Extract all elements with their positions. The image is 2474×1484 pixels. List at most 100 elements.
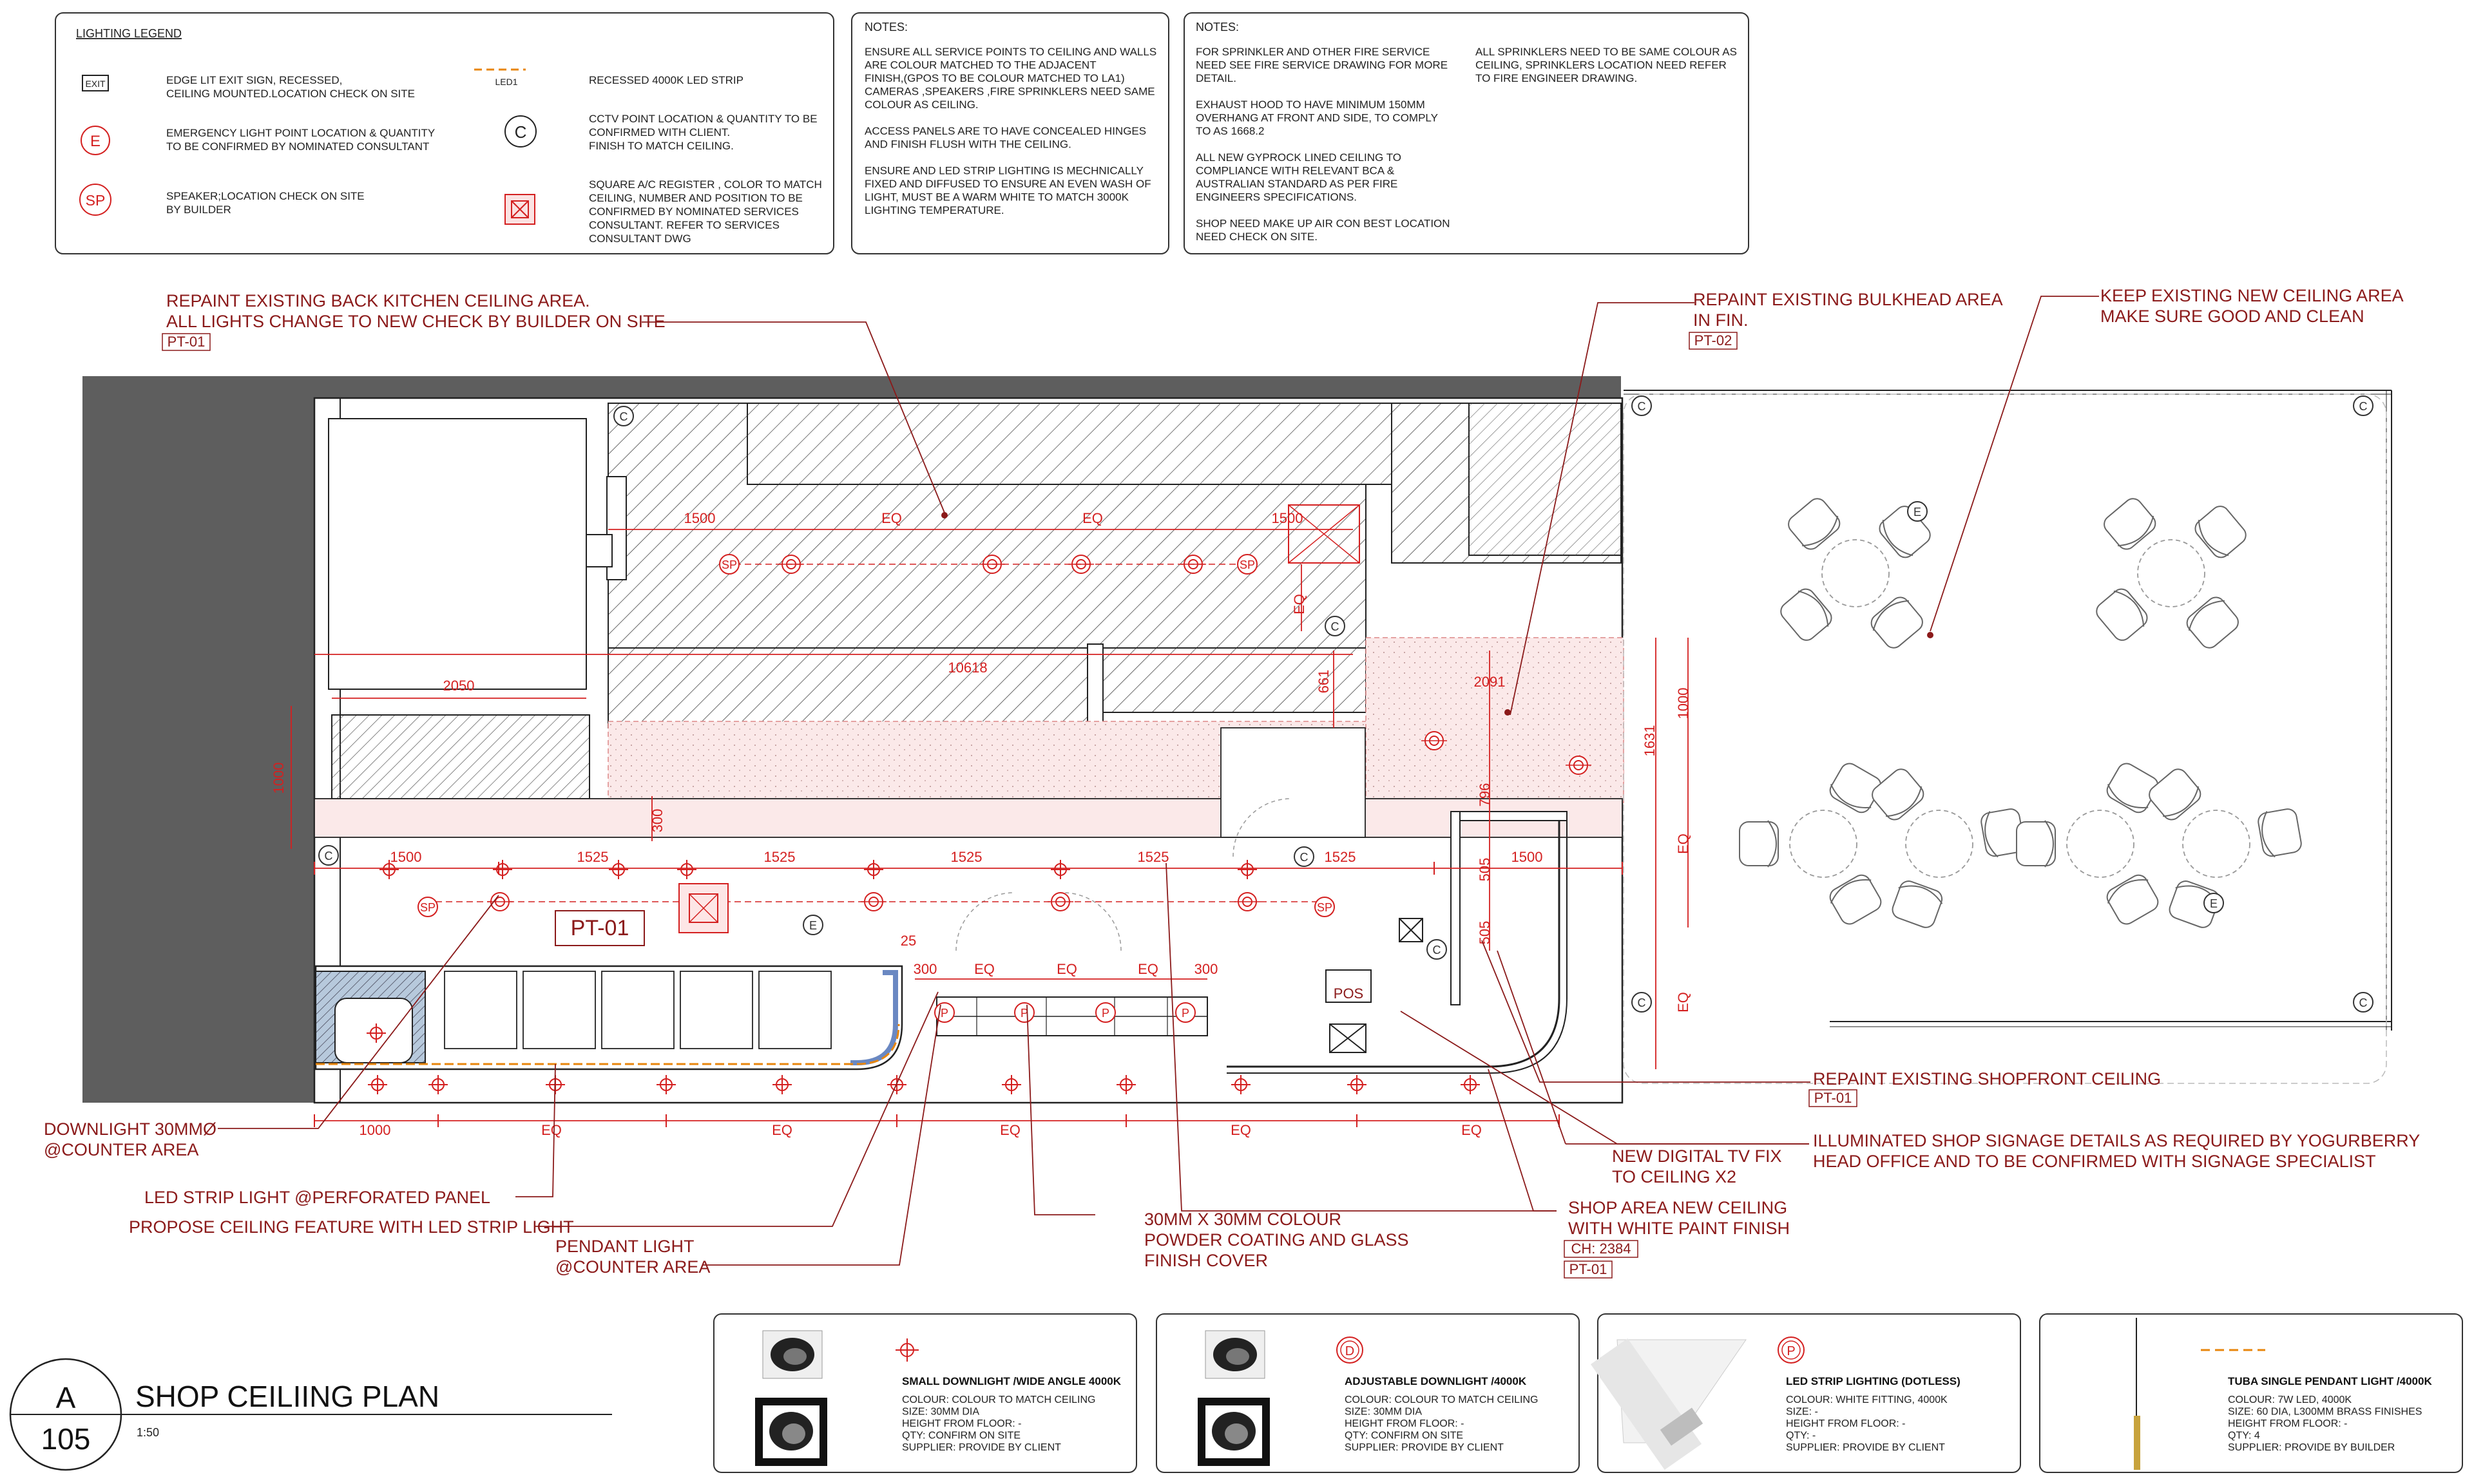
svg-text:SP: SP	[1240, 558, 1255, 571]
downlight-icon	[1002, 1075, 1021, 1094]
pendant-light-icon: P	[1778, 1337, 1805, 1364]
emergency-light-icon: E	[803, 915, 823, 935]
svg-text:C: C	[2359, 400, 2368, 413]
fixture-spec: SUPPLIER: PROVIDE BY BUILDER	[2228, 1442, 2395, 1453]
speaker-icon: SP	[417, 897, 438, 917]
dim-row: 1500	[390, 849, 422, 865]
fixture-spec: QTY: CONFIRM ON SITE	[902, 1431, 1021, 1441]
adjustable-downlight-icon	[1566, 756, 1591, 775]
dim-505-a: 505	[1477, 858, 1493, 882]
svg-text:C: C	[2359, 996, 2368, 1009]
table-with-chairs	[2149, 768, 2302, 928]
fixture-card: SMALL DOWNLIGHT /WIDE ANGLE 4000KCOLOUR:…	[713, 1313, 1137, 1473]
notes1-line: ENSURE ALL SERVICE POINTS TO CEILING AND…	[865, 46, 1156, 58]
adjustable-downlight-icon	[1234, 892, 1260, 911]
fixture-title: LED STRIP LIGHTING (DOTLESS)	[1786, 1375, 1961, 1387]
svg-text:P: P	[1787, 1344, 1795, 1358]
dimensions	[291, 529, 1689, 1121]
svg-text:EXIT: EXIT	[85, 79, 106, 89]
downlight-icon	[367, 1023, 386, 1043]
dim-counter: EQ	[1057, 961, 1077, 977]
display-fridges	[444, 971, 832, 1049]
cctv-icon: C	[1631, 395, 1652, 416]
sheet-number: 105	[41, 1422, 91, 1456]
cctv-icon: C	[1631, 992, 1652, 1013]
dim-661: 661	[1316, 670, 1332, 694]
emergency-light-icon: E	[81, 126, 110, 155]
notes1-line: LIGHT, MUST BE A WARM WHITE TO MATCH 300…	[865, 191, 1129, 204]
downlight-icon	[772, 1075, 792, 1094]
notes2-line: NEED CHECK ON SITE.	[1196, 231, 1318, 243]
fixture-schedule: SMALL DOWNLIGHT /WIDE ANGLE 4000K COLOUR:…	[713, 1313, 2463, 1473]
fixture-spec: SIZE: 30MM DIA	[902, 1407, 979, 1418]
led-strip-product-image	[1590, 1338, 1747, 1470]
fixture-spec: SUPPLIER: PROVIDE BY CLIENT	[1786, 1442, 1945, 1453]
fixture-card: TUBA SINGLE PENDANT LIGHT /4000KCOLOUR: …	[2039, 1313, 2463, 1473]
fixture-spec: COLOUR: WHITE FITTING, 4000K	[1786, 1394, 1948, 1405]
notes2-line: SHOP NEED MAKE UP AIR CON BEST LOCATION	[1196, 218, 1450, 230]
left-wall	[82, 376, 314, 1103]
shopfront-tag: PT-01	[1814, 1090, 1852, 1106]
dim-left-width: 2050	[443, 678, 475, 694]
keep-annotation-1: KEEP EXISTING NEW CEILING AREA	[2100, 286, 2404, 305]
cover-annotation-2: POWDER COATING AND GLASS	[1144, 1230, 1409, 1250]
svg-text:SP: SP	[1317, 901, 1332, 914]
dim-bottom: EQ	[1461, 1122, 1482, 1138]
fixture-title: SMALL DOWNLIGHT /WIDE ANGLE 4000K	[902, 1375, 1122, 1387]
svg-text:C: C	[515, 122, 527, 142]
dim-top-1: 1500	[684, 510, 716, 526]
shop-area-annotation-2: WITH WHITE PAINT FINISH	[1568, 1219, 1790, 1238]
dim-row: 1525	[764, 849, 796, 865]
fixture-spec: QTY: CONFIRM ON SITE	[1345, 1431, 1463, 1441]
downlight-icon	[368, 1075, 387, 1094]
dim-counter: EQ	[1138, 961, 1158, 977]
notes2-line: DETAIL.	[1196, 72, 1236, 84]
bulkhead-tag: PT-02	[1694, 332, 1732, 348]
dim-row: 1525	[577, 849, 609, 865]
kitchen-annotation-2: ALL LIGHTS CHANGE TO NEW CHECK BY BUILDE…	[166, 312, 666, 331]
downlight-product-image	[755, 1330, 827, 1466]
signage-annotation-1: ILLUMINATED SHOP SIGNAGE DETAILS AS REQU…	[1813, 1131, 2420, 1150]
notes2-line: EXHAUST HOOD TO HAVE MINIMUM 150MM	[1196, 99, 1425, 111]
downlight-icon	[677, 860, 696, 879]
emergency-light-icon: E	[2203, 893, 2224, 913]
legend-emergency-text-2: TO BE CONFIRMED BY NOMINATED CONSULTANT	[166, 140, 429, 153]
legend-register-text-5: CONSULTANT DWG	[589, 233, 691, 245]
fixture-spec: QTY: 4	[2228, 1431, 2260, 1441]
dim-1631: 1631	[1642, 725, 1658, 757]
cctv-icon: C	[504, 115, 537, 147]
svg-text:E: E	[809, 919, 817, 932]
legend-speaker-text-1: SPEAKER;LOCATION CHECK ON SITE	[166, 190, 365, 202]
adjustable-downlight-icon	[1421, 731, 1447, 750]
pendant-light-icon: P	[1095, 1002, 1116, 1023]
svg-text:P: P	[941, 1007, 948, 1020]
notes2-title: NOTES:	[1196, 21, 1239, 33]
keep-annotation-2: MAKE SURE GOOD AND CLEAN	[2100, 307, 2364, 326]
speaker-icon: SP	[1314, 897, 1335, 917]
downlight-icon	[1117, 1075, 1136, 1094]
legend-register-text-1: SQUARE A/C REGISTER , COLOR TO MATCH	[589, 178, 822, 191]
notes1-line: AND FINISH FLUSH WITH THE CEILING.	[865, 138, 1071, 151]
pendant-light-icon: P	[1014, 1002, 1035, 1023]
adjustable-downlight-icon: D	[1336, 1337, 1363, 1364]
fixture-spec: SUPPLIER: PROVIDE BY CLIENT	[1345, 1442, 1504, 1453]
downlight-product-image	[1198, 1330, 1270, 1466]
dim-counter: 300	[1194, 961, 1218, 977]
table-with-chairs	[2096, 498, 2247, 649]
adjustable-downlight-icon	[1048, 892, 1073, 911]
dim-top-3: EQ	[1082, 510, 1103, 526]
pendant-light-icon: P	[1175, 1002, 1196, 1023]
cctv-icon: C	[1426, 939, 1447, 960]
top-wall	[82, 376, 1621, 398]
dim-bottom: EQ	[541, 1122, 562, 1138]
downlight-icon	[896, 1338, 919, 1362]
fixture-spec: COLOUR: 7W LED, 4000K	[2228, 1394, 2352, 1405]
svg-text:E: E	[90, 133, 101, 150]
lighting-legend: LIGHTING LEGEND EXIT E SP LED1 C	[55, 12, 834, 254]
feature-annotation: PROPOSE CEILING FEATURE WITH LED STRIP L…	[129, 1217, 574, 1237]
shop-area-annotation-1: SHOP AREA NEW CEILING	[1568, 1198, 1787, 1217]
svg-text:SP: SP	[722, 558, 737, 571]
cctv-icon: C	[1294, 846, 1314, 867]
